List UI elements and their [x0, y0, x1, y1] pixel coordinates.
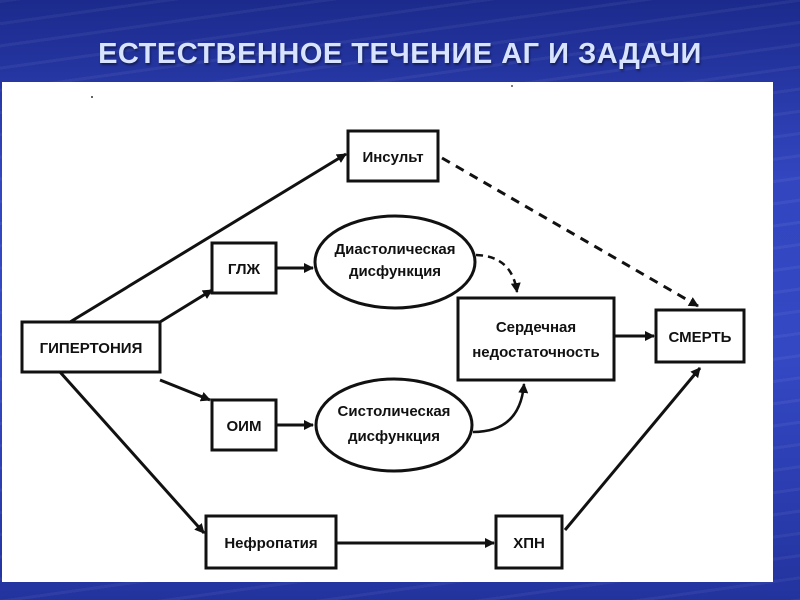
- node-mi: ОИМ: [210, 398, 278, 452]
- node-stroke: Инсульт: [346, 129, 440, 183]
- node-nephropathy: Нефропатия: [204, 514, 338, 570]
- node-diastolic-dysfunction: Диастолическая дисфункция: [313, 214, 477, 310]
- edge-hypertension-lvh: [159, 288, 213, 324]
- node-death: СМЕРТЬ: [654, 308, 746, 364]
- node-heart-failure: Сердечная недостаточность: [456, 296, 616, 382]
- node-diastolic-label-1: Диастолическая: [334, 241, 455, 258]
- edge-hypertension-nephropathy: [58, 371, 206, 534]
- edge-systolic-heartfailure: [472, 383, 529, 434]
- node-diastolic-label-2: дисфункция: [349, 263, 441, 280]
- node-lvh: ГЛЖ: [210, 241, 278, 295]
- node-mi-label: ОИМ: [227, 418, 262, 435]
- scan-speck: [91, 96, 93, 98]
- node-hypertension-label: ГИПЕРТОНИЯ: [40, 340, 143, 357]
- node-heart-failure-label-2: недостаточность: [472, 344, 600, 361]
- edge-stroke-death: [441, 156, 699, 308]
- node-systolic-label-2: дисфункция: [348, 428, 440, 445]
- edge-hypertension-stroke: [69, 152, 347, 324]
- scan-speck: [511, 85, 513, 87]
- node-systolic-label-1: Систолическая: [338, 403, 451, 420]
- node-lvh-label: ГЛЖ: [228, 261, 261, 278]
- node-hypertension: ГИПЕРТОНИЯ: [20, 320, 162, 374]
- node-ckd: ХПН: [494, 514, 564, 570]
- slide-title: ЕСТЕСТВЕННОЕ ТЕЧЕНИЕ АГ И ЗАДАЧИ: [98, 38, 702, 70]
- node-heart-failure-label-1: Сердечная: [496, 319, 576, 336]
- edge-hypertension-mi: [159, 378, 211, 402]
- node-death-label: СМЕРТЬ: [669, 329, 732, 346]
- node-nephropathy-label: Нефропатия: [224, 535, 317, 552]
- node-stroke-label: Инсульт: [362, 149, 423, 166]
- edge-ckd-death: [563, 367, 702, 531]
- edge-diastolic-heartfailure: [475, 253, 521, 293]
- node-ckd-label: ХПН: [513, 535, 545, 552]
- node-systolic-dysfunction: Систолическая дисфункция: [314, 377, 474, 473]
